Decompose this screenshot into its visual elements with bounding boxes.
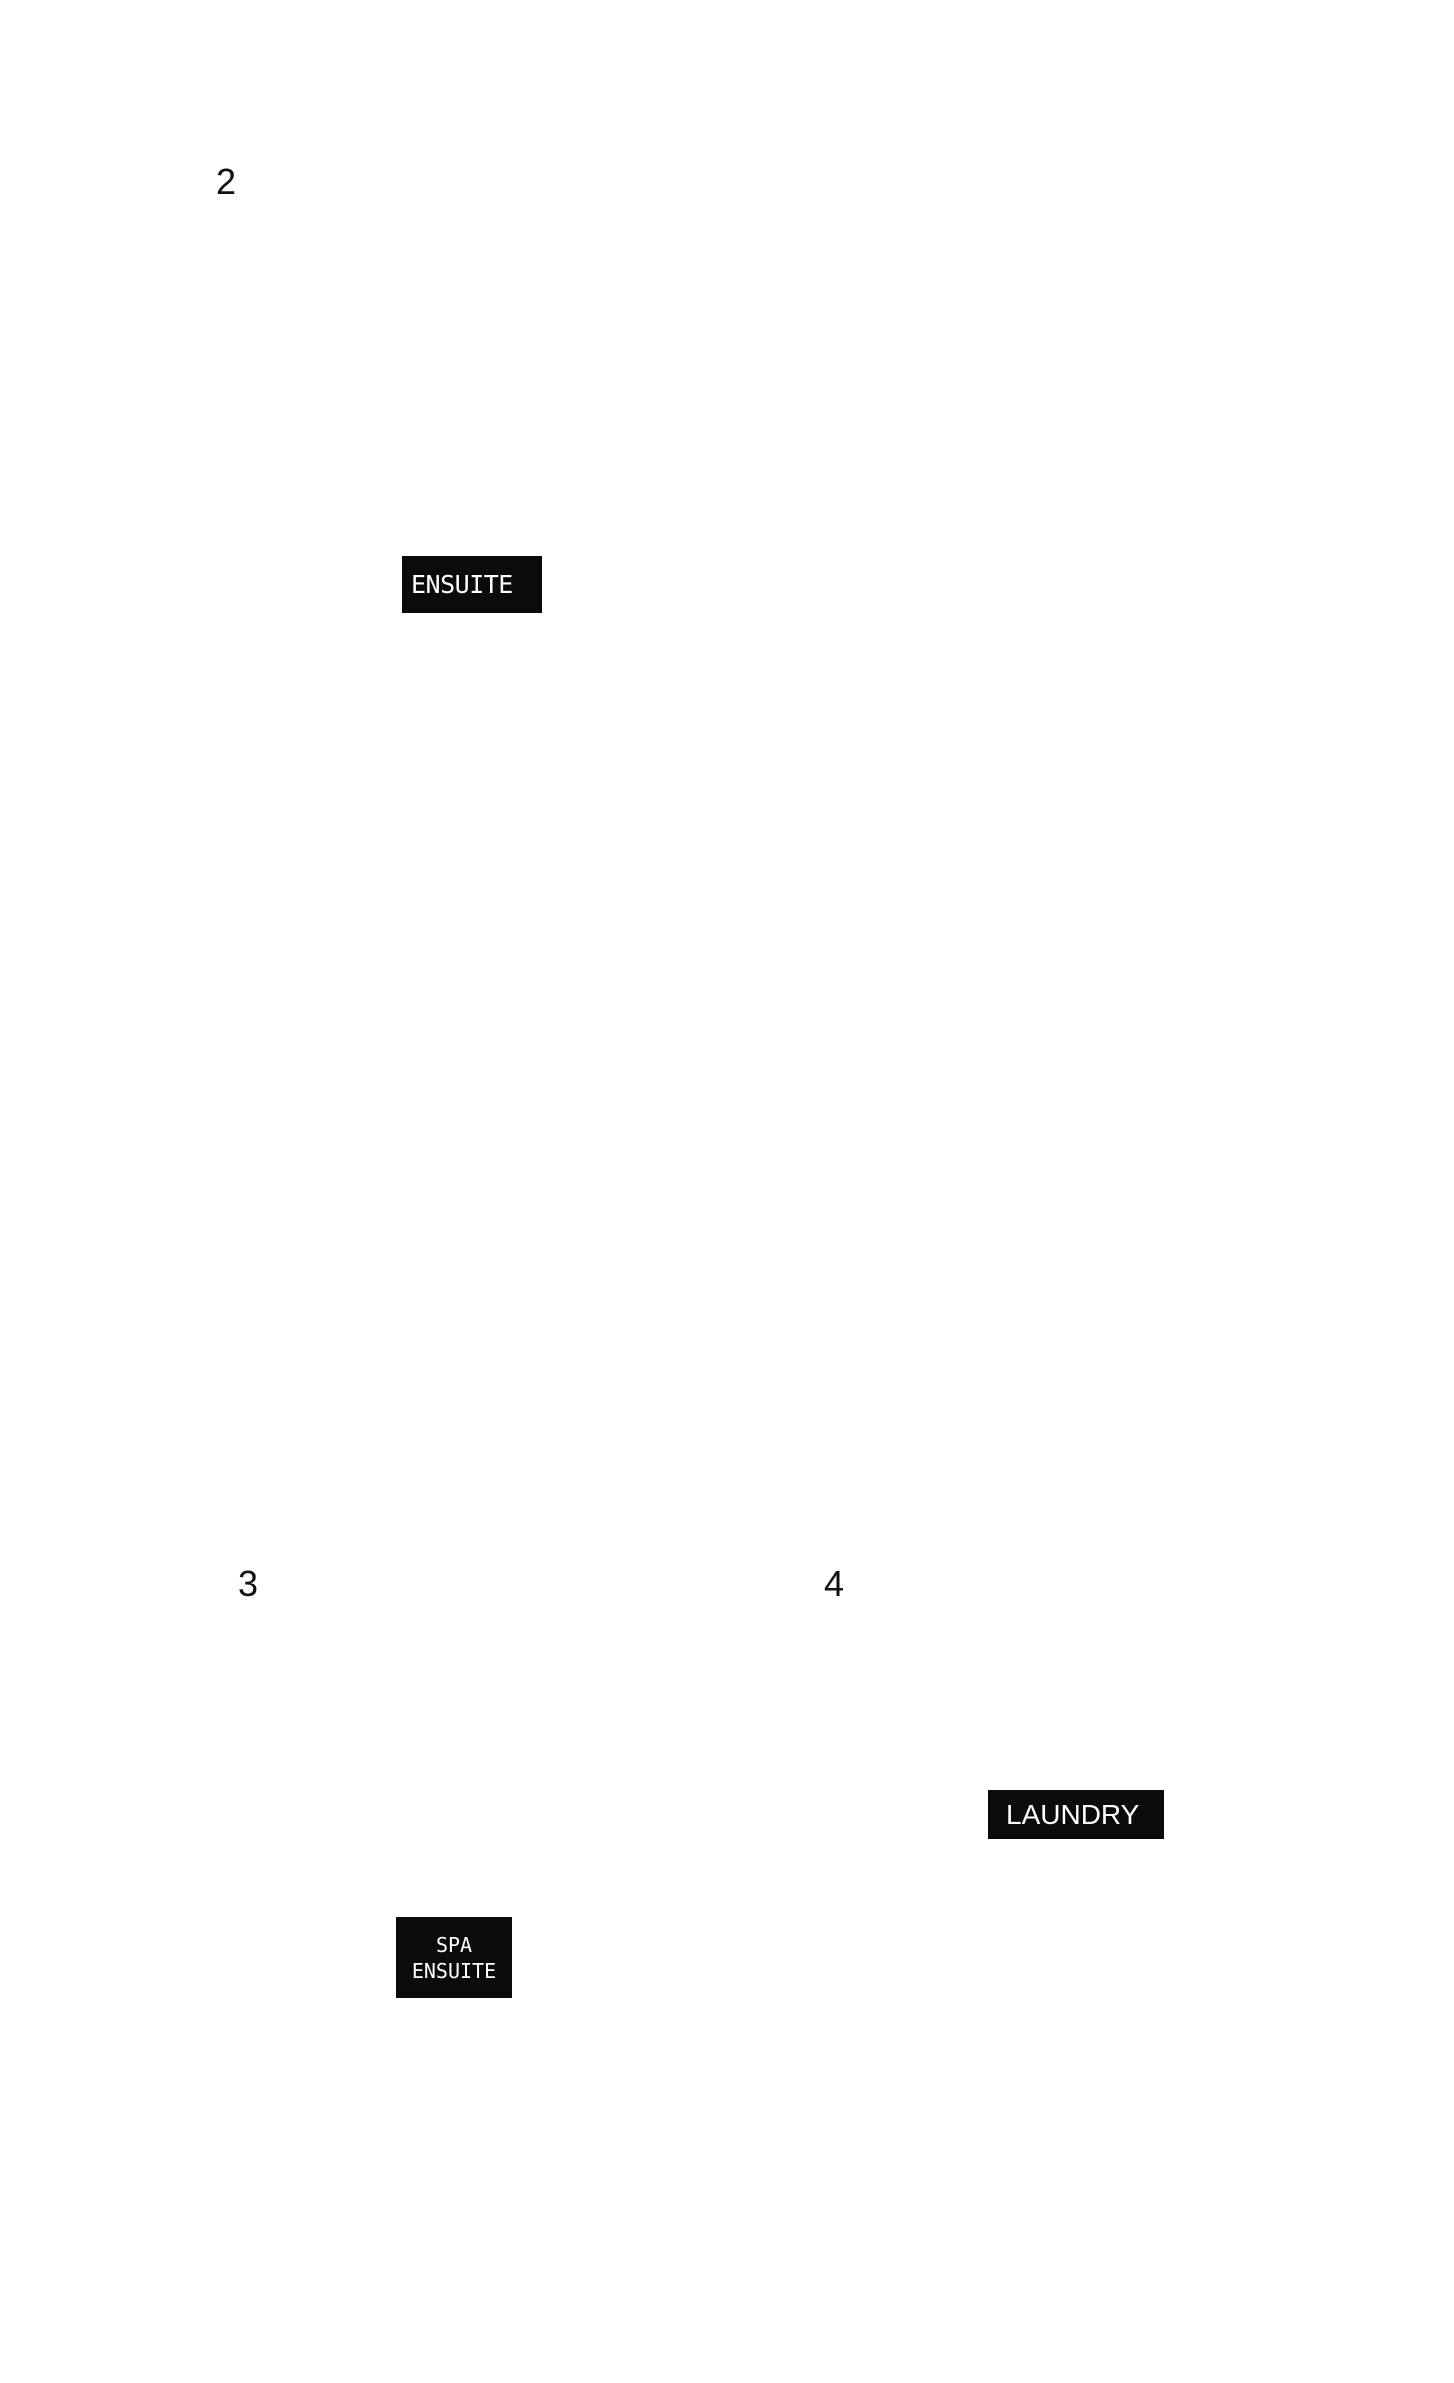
room-label-line-1: SPA [435, 1932, 473, 1957]
room-label-text: LAUNDRY [1006, 1798, 1140, 1830]
panel-number-3: 3 [238, 1563, 259, 1604]
panel-number-4: 4 [824, 1563, 845, 1604]
room-label-spa-ensuite: SPA ENSUITE [396, 1917, 512, 1998]
room-label-ensuite: ENSUITE [402, 556, 542, 613]
panel-number-2: 2 [216, 161, 237, 202]
room-label-line-2: ENSUITE [411, 1958, 497, 1983]
room-label-laundry: LAUNDRY [988, 1790, 1164, 1839]
room-label-text: ENSUITE [411, 570, 513, 599]
